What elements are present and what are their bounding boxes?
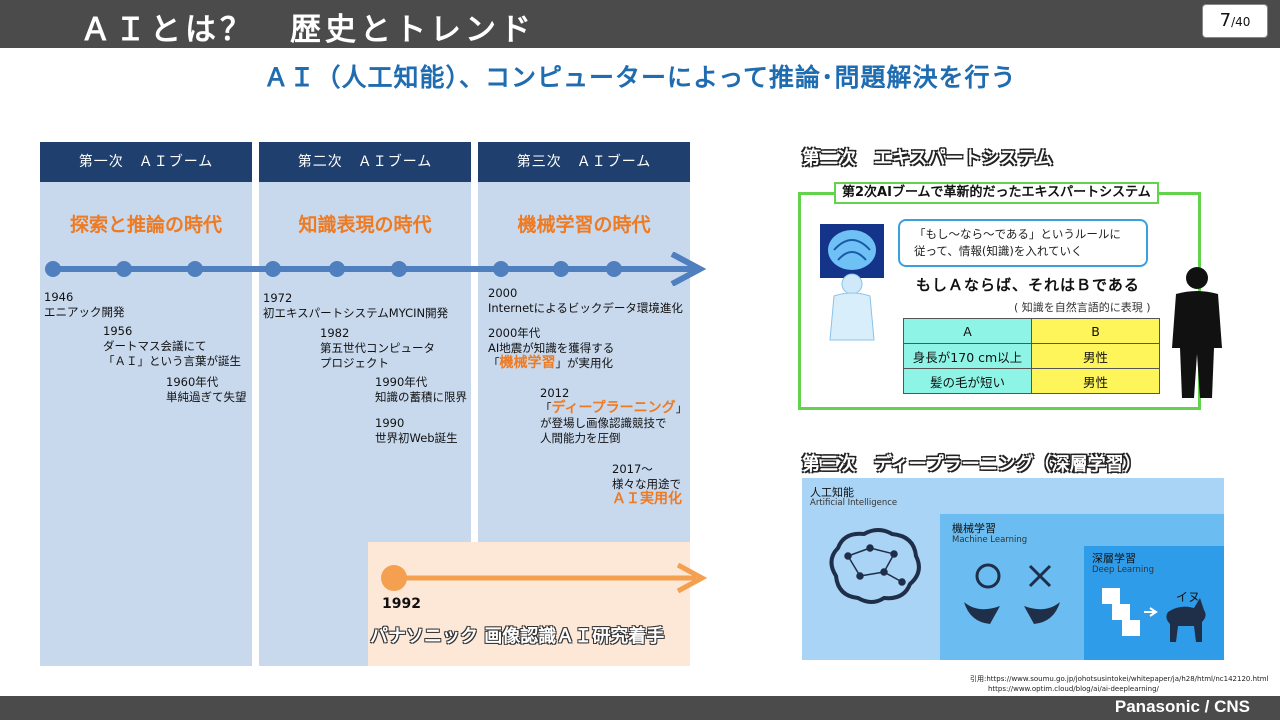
era-theme-3: 機械学習の時代	[517, 214, 651, 236]
table-cell: 男性	[1031, 343, 1160, 369]
event-2017: 2017～様々な用途で ＡＩ実用化	[612, 462, 682, 507]
ml-label-en: Machine Learning	[952, 535, 1028, 545]
era-header-2: 第二次 ＡＩブーム	[259, 142, 471, 182]
footer-brand: Panasonic / CNS	[1114, 697, 1250, 716]
table-cell: 髪の毛が短い	[903, 368, 1032, 394]
panasonic-text: パナソニック 画像認識ＡＩ研究着手	[370, 626, 665, 647]
ml-label: 機械学習	[952, 522, 996, 535]
person-silhouette-icon	[1172, 267, 1222, 398]
dl-label-en: Deep Learning	[1092, 565, 1155, 575]
page-current: 7	[1219, 10, 1232, 31]
brain-network-icon	[829, 528, 921, 604]
citation: 引用:https://www.soumu.go.jp/johotsusintok…	[970, 675, 1269, 693]
table-cell: 男性	[1031, 368, 1160, 394]
rule-statement: もしＡならば、それはＢである	[916, 276, 1140, 294]
rule-note: ( 知識を自然言語的に表現 )	[1014, 301, 1151, 314]
knowledge-table: A B 身長が170 cm以上 男性 髪の毛が短い 男性	[903, 318, 1160, 394]
timeline-dot	[329, 261, 345, 277]
event-1990s: 1990年代知識の蓄積に限界	[375, 375, 467, 404]
page-indicator: 7/40	[1202, 4, 1268, 38]
dog-image-icon	[1102, 588, 1206, 642]
header-cell-a: A	[903, 318, 1032, 344]
panasonic-arrow	[381, 562, 708, 594]
timeline-dot	[493, 261, 509, 277]
rule-speech-bubble: 「もし～なら～である」というルールに 従って、情報(知識)を入れていく	[898, 219, 1148, 267]
timeline-dot	[187, 261, 203, 277]
timeline-dot	[116, 261, 132, 277]
timeline-arrow	[45, 252, 707, 286]
table-row: 髪の毛が短い 男性	[903, 368, 1160, 394]
era-column-1: 第一次 ＡＩブーム 探索と推論の時代	[40, 142, 252, 666]
footer-bar: Panasonic / CNS	[0, 696, 1280, 720]
timeline-dot	[553, 261, 569, 277]
event-2012: 2012 「ディープラーニング」 が登場し画像認識競技で人間能力を圧倒	[540, 386, 688, 445]
era-theme-2: 知識表現の時代	[298, 214, 432, 236]
ai-label: 人工知能	[810, 486, 854, 499]
slide-subtitle: ＡＩ（人工知能）、コンピューターによって推論･問題解決を行う	[263, 63, 1017, 92]
era-header-1: 第一次 ＡＩブーム	[40, 142, 252, 182]
page-total: /40	[1231, 15, 1251, 29]
ai-label-en: Artificial Intelligence	[810, 498, 898, 508]
deep-learning-heading: 第三次 ディープラーニング（深層学習）	[802, 454, 1142, 475]
event-2000s: 2000年代 AI地震が知識を獲得する 「機械学習」が実用化	[488, 326, 615, 371]
expert-system-label: 第2次AIブームで革新的だったエキスパートシステム	[834, 182, 1159, 204]
header-cell-b: B	[1031, 318, 1160, 344]
ai-practical-highlight: ＡＩ実用化	[612, 491, 682, 507]
timeline-dot	[391, 261, 407, 277]
table-header-row: A B	[903, 318, 1160, 344]
dl-label: 深層学習	[1092, 552, 1136, 565]
panasonic-panel	[368, 542, 690, 666]
table-row: 身長が170 cm以上 男性	[903, 343, 1160, 369]
event-1960s: 1960年代単純過ぎて失望	[166, 375, 247, 404]
machine-learning-highlight: 機械学習	[499, 355, 556, 371]
circle-cross-hands-icon	[964, 563, 1060, 624]
title-bar: ＡＩとは？ 歴史とトレンド 7/40	[0, 0, 1280, 48]
deep-learning-highlight: ディープラーニング	[551, 400, 676, 416]
robot-brain-icon	[820, 224, 884, 341]
panasonic-year: 1992	[382, 596, 421, 612]
timeline-dot	[265, 261, 281, 277]
timeline-dot	[606, 261, 622, 277]
era-theme-1: 探索と推論の時代	[69, 214, 222, 236]
era-header-3: 第三次 ＡＩブーム	[478, 142, 690, 182]
table-cell: 身長が170 cm以上	[903, 343, 1032, 369]
slide-title: ＡＩとは？ 歴史とトレンド	[80, 12, 535, 48]
dog-label: イヌ	[1176, 590, 1201, 604]
expert-system-heading: 第二次 エキスパートシステム	[802, 148, 1053, 169]
timeline-dot	[45, 261, 61, 277]
